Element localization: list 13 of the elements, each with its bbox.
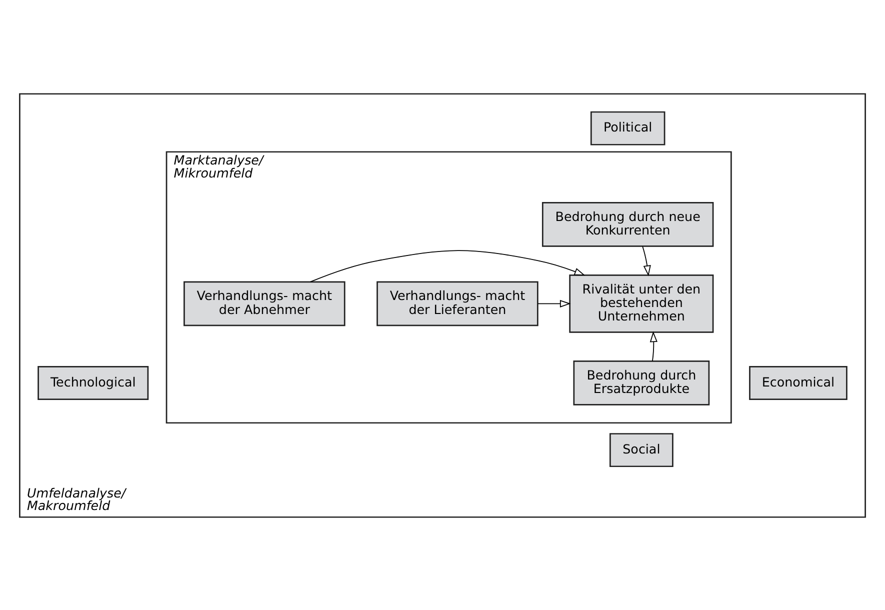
- node-box: Verhandlungs- macht der Lieferanten: [376, 280, 538, 326]
- node-box: Technological: [38, 366, 149, 400]
- node-box: Political: [590, 110, 666, 145]
- node-box: Economical: [749, 366, 848, 400]
- arrow: [642, 246, 651, 276]
- node-box: Bedrohung durch Ersatzprodukte: [573, 360, 710, 405]
- arrow: [310, 250, 586, 282]
- node-box: Bedrohung durch neue Konkurrenten: [542, 201, 714, 246]
- node-box: Rivalität unter den bestehenden Unternehmen: [569, 274, 714, 332]
- arrow: [538, 299, 571, 307]
- node-box: Verhandlungs- macht der Abnehmer: [184, 280, 346, 326]
- arrow: [650, 330, 658, 362]
- node-box: Social: [610, 432, 674, 467]
